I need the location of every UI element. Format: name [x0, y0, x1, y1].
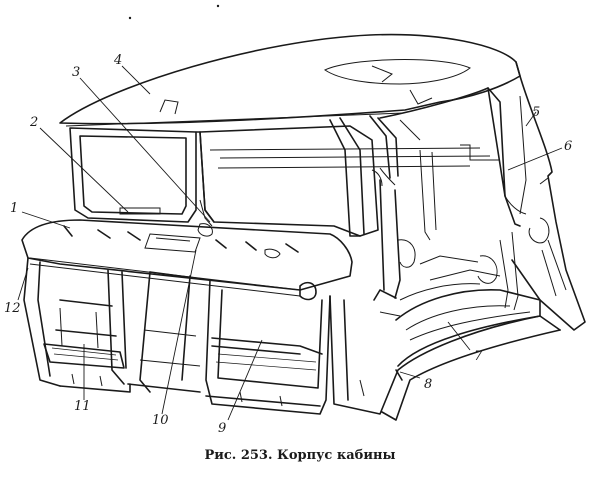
callout-12: 12 — [4, 301, 21, 316]
door-pillar — [379, 87, 519, 311]
callout-8: 8 — [424, 377, 432, 392]
roof-panel — [59, 33, 521, 127]
speck-mark — [128, 16, 132, 20]
seat-base — [205, 279, 331, 415]
lower-front-frame — [23, 257, 131, 393]
callout-9: 9 — [218, 421, 226, 436]
callout-7: 7 — [474, 349, 483, 364]
callout-5: 5 — [532, 105, 540, 120]
figure-caption: Рис. 253. Корпус кабины — [204, 448, 396, 463]
callout-4: 4 — [113, 53, 122, 68]
callout-11: 11 — [74, 399, 91, 414]
callout-6: 6 — [564, 139, 572, 154]
callout-3: 3 — [72, 65, 80, 80]
center-tunnel — [127, 271, 211, 393]
rear-panel — [487, 61, 586, 331]
leader-lines — [17, 65, 563, 421]
callout-2: 2 — [29, 115, 38, 130]
floor-panel — [395, 255, 541, 367]
callout-labels: 1 2 3 4 5 6 7 8 9 10 11 12 — [4, 53, 572, 436]
callout-10: 10 — [152, 413, 169, 428]
side-sill — [329, 289, 561, 421]
windshield-frame — [69, 115, 421, 237]
speck-mark — [216, 4, 220, 8]
callout-1: 1 — [10, 201, 18, 216]
